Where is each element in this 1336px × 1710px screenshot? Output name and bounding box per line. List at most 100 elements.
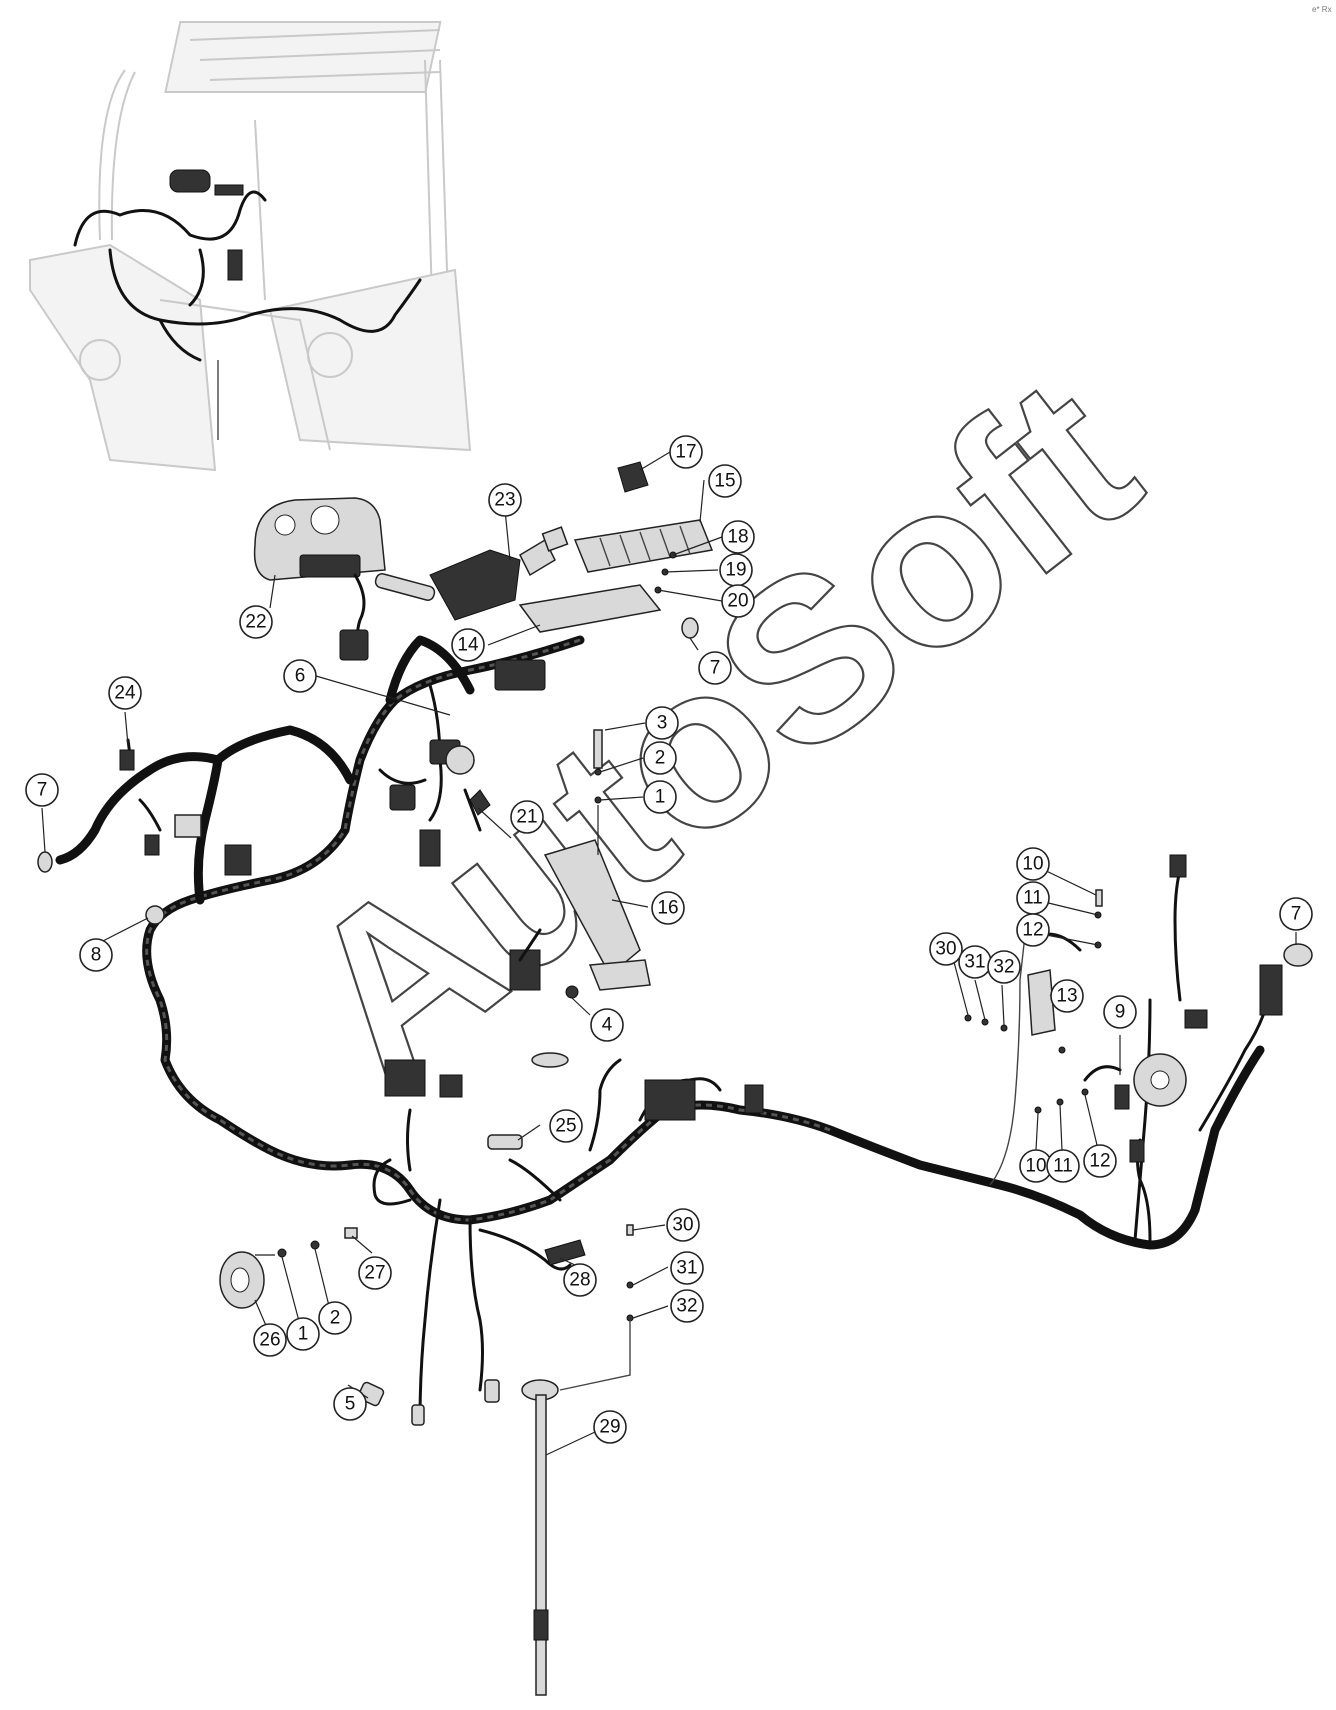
callout-16: 16 — [651, 891, 685, 925]
screw — [964, 1014, 972, 1022]
svg-text:10: 10 — [1022, 854, 1043, 875]
svg-text:23: 23 — [494, 490, 515, 511]
callout-30-upper: 30 — [929, 932, 963, 966]
svg-text:3: 3 — [657, 713, 668, 734]
svg-text:27: 27 — [364, 1263, 385, 1284]
washer — [1081, 1088, 1089, 1096]
callout-32-upper: 32 — [987, 950, 1021, 984]
svg-text:17: 17 — [675, 442, 696, 463]
callout-24: 24 — [108, 676, 142, 710]
callouts: 1 2 3 4 5 6 7 7 7 8 9 10 11 12 10 11 12 … — [25, 435, 1313, 1444]
callout-14: 14 — [451, 628, 485, 662]
callout-10-upper: 10 — [1016, 847, 1050, 881]
switch-panel — [573, 519, 714, 573]
svg-text:25: 25 — [555, 1116, 576, 1137]
grommet — [1283, 943, 1313, 967]
svg-text:2: 2 — [655, 748, 666, 769]
nut — [1058, 1046, 1066, 1054]
grommet — [681, 617, 699, 639]
svg-text:2: 2 — [330, 1308, 341, 1329]
svg-text:12: 12 — [1089, 1151, 1110, 1172]
callout-12-lower: 12 — [1083, 1144, 1117, 1178]
callout-9: 9 — [1103, 995, 1137, 1029]
washer — [310, 1240, 320, 1250]
svg-text:31: 31 — [964, 952, 985, 973]
screw — [626, 1224, 634, 1236]
svg-text:11: 11 — [1023, 888, 1043, 909]
connector — [419, 829, 441, 867]
switch-bezel — [518, 584, 662, 633]
svg-text:14: 14 — [457, 635, 479, 656]
svg-text:26: 26 — [259, 1330, 280, 1351]
callout-20: 20 — [721, 584, 755, 618]
callout-21: 21 — [510, 800, 544, 834]
svg-text:7: 7 — [710, 658, 721, 679]
callout-2: 2 — [643, 741, 677, 775]
callout-8: 8 — [79, 938, 113, 972]
svg-text:13: 13 — [1056, 986, 1077, 1007]
svg-text:10: 10 — [1025, 1156, 1046, 1177]
connector — [389, 784, 416, 811]
svg-text:11: 11 — [1053, 1156, 1073, 1177]
grommet-8 — [145, 905, 165, 925]
svg-text:24: 24 — [114, 683, 136, 704]
svg-text:18: 18 — [727, 527, 748, 548]
svg-text:7: 7 — [1291, 904, 1302, 925]
callout-7-top: 7 — [698, 651, 732, 685]
callout-7-left: 7 — [25, 773, 59, 807]
bracket-13 — [1027, 969, 1056, 1036]
callout-27: 27 — [358, 1256, 392, 1290]
svg-text:6: 6 — [295, 666, 306, 687]
forklift-overview-illustration — [29, 21, 472, 472]
washer — [1056, 1098, 1064, 1106]
callout-1: 1 — [643, 780, 677, 814]
callout-25: 25 — [549, 1109, 583, 1143]
parts — [37, 461, 1313, 1696]
callout-10-lower: 10 — [1019, 1149, 1053, 1183]
terminal — [484, 1379, 500, 1403]
connector-28 — [544, 1239, 586, 1266]
nut-4 — [565, 985, 579, 999]
svg-text:32: 32 — [676, 1296, 697, 1317]
callout-26: 26 — [253, 1323, 287, 1357]
screw — [1034, 1106, 1042, 1114]
callout-6: 6 — [283, 659, 317, 693]
callout-31-upper: 31 — [958, 945, 992, 979]
callout-4: 4 — [590, 1008, 624, 1042]
callout-31-lower: 31 — [670, 1251, 704, 1285]
connector — [1184, 1009, 1208, 1029]
callout-17: 17 — [669, 435, 703, 469]
svg-text:7: 7 — [37, 780, 48, 801]
connector — [1259, 964, 1283, 1016]
svg-text:30: 30 — [672, 1215, 693, 1236]
connector — [494, 659, 546, 691]
svg-text:5: 5 — [345, 1394, 356, 1415]
svg-text:31: 31 — [676, 1258, 697, 1279]
svg-text:16: 16 — [657, 898, 678, 919]
main-wiring-harness — [55, 635, 1272, 1422]
terminal — [411, 1404, 425, 1426]
svg-text:29: 29 — [599, 1417, 620, 1438]
svg-text:20: 20 — [727, 591, 748, 612]
callout-18: 18 — [721, 520, 755, 554]
svg-text:8: 8 — [91, 945, 102, 966]
callout-1-lower: 1 — [286, 1317, 320, 1351]
washer — [626, 1281, 634, 1289]
cable-clip — [531, 1052, 569, 1068]
connector — [744, 1084, 764, 1114]
callout-23: 23 — [488, 483, 522, 517]
connector — [224, 844, 252, 876]
callout-28: 28 — [563, 1263, 597, 1297]
callout-32-lower: 32 — [670, 1289, 704, 1323]
svg-text:9: 9 — [1115, 1002, 1126, 1023]
callout-7-right: 7 — [1279, 897, 1313, 931]
svg-text:1: 1 — [298, 1324, 309, 1345]
washer — [1000, 1024, 1008, 1032]
rocker-switch — [617, 461, 649, 493]
svg-text:32: 32 — [993, 957, 1014, 978]
callout-3: 3 — [645, 706, 679, 740]
svg-text:4: 4 — [602, 1015, 613, 1036]
svg-text:15: 15 — [714, 471, 735, 492]
sensor-25 — [487, 1134, 523, 1150]
